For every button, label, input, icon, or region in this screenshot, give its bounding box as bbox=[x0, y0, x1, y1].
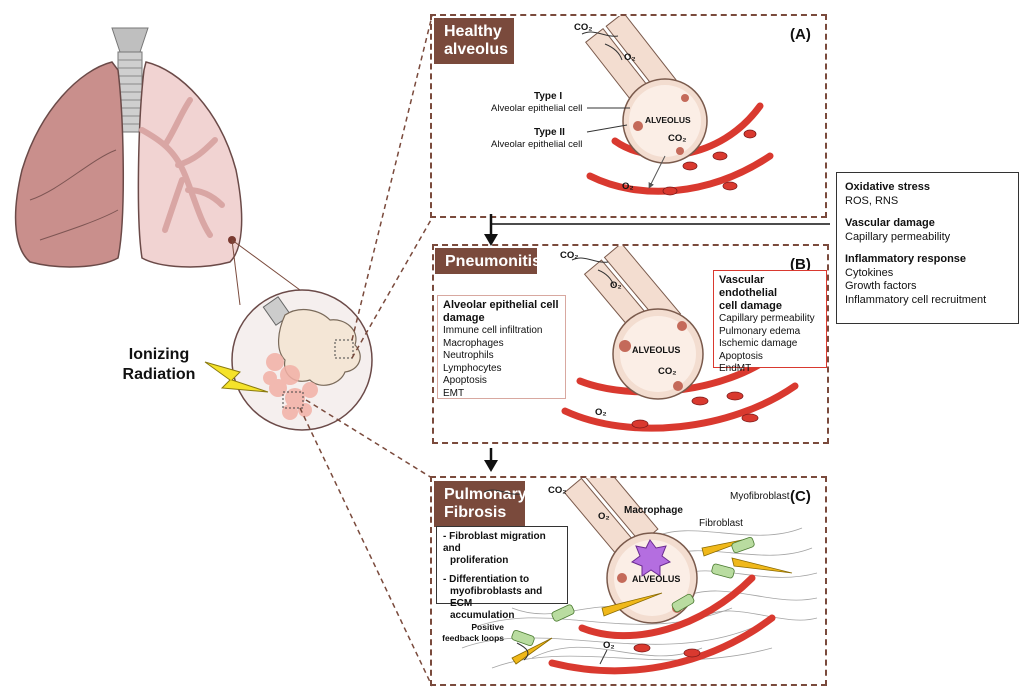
vascular-damage-box: Vascular endothelial cell damage Capilla… bbox=[713, 270, 827, 374]
panel-c-fibrosis-illustration bbox=[461, 478, 818, 675]
panel-a-alveolus-label: ALVEOLUS bbox=[645, 115, 691, 125]
panel-a-label: (A) bbox=[790, 26, 811, 43]
lung-right bbox=[137, 61, 243, 268]
panel-b-co2-top: CO₂ bbox=[560, 250, 579, 261]
panel-c-macrophage-label: Macrophage bbox=[624, 505, 683, 516]
panel-c-tag: Pulmonary Fibrosis bbox=[434, 481, 527, 527]
trachea bbox=[111, 27, 149, 133]
panel-a-type2-desc: Alveolar epithelial cell bbox=[491, 139, 583, 150]
panel-b-alveolus-illustration bbox=[561, 246, 799, 432]
panel-b-o2-top: O₂ bbox=[610, 280, 622, 291]
panel-a-co2-inner: CO₂ bbox=[668, 133, 687, 144]
panel-pulmonary-fibrosis bbox=[430, 476, 827, 686]
radiation-label: Ionizing Radiation bbox=[122, 346, 196, 383]
panel-b-tag: Pneumonitis bbox=[435, 248, 541, 274]
lungs-illustration bbox=[14, 15, 433, 687]
macrophage-icon bbox=[630, 539, 672, 577]
panel-a-alveolus-illustration bbox=[581, 16, 774, 196]
panel-a-pointer-lines bbox=[586, 107, 630, 133]
panel-c-feedback-label: Positive feedback loops bbox=[442, 622, 504, 643]
panel-b-alveolus-label: ALVEOLUS bbox=[632, 345, 681, 355]
arrow-b-to-c bbox=[484, 448, 498, 472]
mechanism-oxidative-stress: Oxidative stress ROS, RNS bbox=[845, 181, 930, 207]
panel-a-o2-top: O₂ bbox=[624, 52, 636, 63]
panel-a-type1-desc: Alveolar epithelial cell bbox=[491, 103, 583, 114]
panel-c-alveolus-label: ALVEOLUS bbox=[632, 574, 681, 584]
panel-c-co2-top: CO₂ bbox=[548, 485, 567, 496]
panel-c-o2-top: O₂ bbox=[598, 511, 610, 522]
panel-a-o2-bottom: O₂ bbox=[622, 181, 634, 192]
mechanism-vascular-damage: Vascular damage Capillary permeability bbox=[845, 217, 951, 243]
panel-pneumonitis bbox=[432, 244, 829, 444]
panel-c-fibroblast-label: Fibroblast bbox=[699, 518, 743, 529]
lung-left bbox=[14, 61, 124, 268]
panel-c-myofibroblast-label: Myofibroblast bbox=[730, 491, 790, 502]
radiation-bolt-icon bbox=[204, 361, 269, 393]
panel-a-type2-title: Type II bbox=[534, 127, 565, 138]
panel-c-o2-bottom: O₂ bbox=[603, 640, 615, 651]
mechanisms-box: Oxidative stress ROS, RNS Vascular damag… bbox=[836, 172, 1019, 324]
magnified-lung-tissue bbox=[231, 289, 373, 431]
panel-a-co2-top: CO₂ bbox=[574, 22, 593, 33]
arrow-a-to-b bbox=[484, 214, 830, 246]
bronchial-tree bbox=[139, 97, 225, 238]
mechanism-inflammatory-response: Inflammatory response Cytokines Growth f… bbox=[845, 253, 987, 306]
fibrosis-process-box: - Fibroblast migration and proliferation… bbox=[436, 526, 568, 621]
panel-a-tag: Healthy alveolus bbox=[434, 18, 514, 64]
panel-b-o2-bottom: O₂ bbox=[595, 407, 607, 418]
panel-b-co2-inner: CO₂ bbox=[658, 366, 677, 377]
panel-a-type1-title: Type I bbox=[534, 91, 563, 102]
epithelial-damage-box: Alveolar epithelial cell damage Immune c… bbox=[437, 295, 566, 399]
panel-b-label: (B) bbox=[790, 256, 811, 273]
panel-c-label: (C) bbox=[790, 488, 811, 505]
panel-healthy-alveolus bbox=[430, 14, 827, 218]
